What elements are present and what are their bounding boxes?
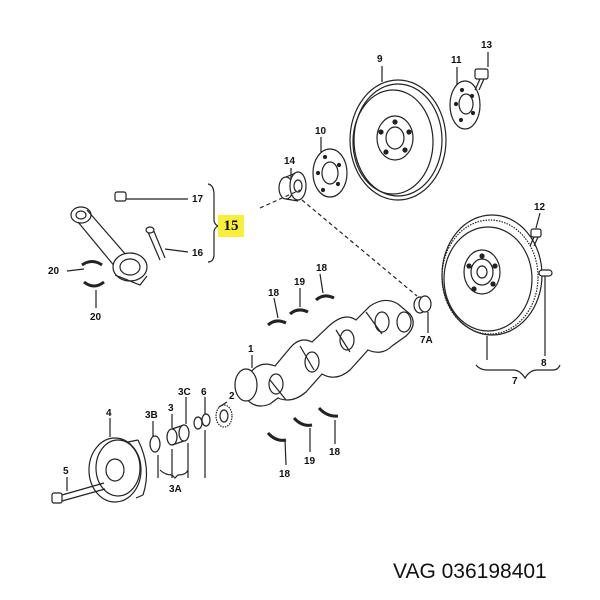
callout-11: 11 (451, 55, 462, 66)
sleeve (166, 424, 190, 446)
flywheel (349, 79, 447, 201)
callout-4: 4 (106, 408, 112, 419)
callout-16: 16 (192, 248, 204, 259)
callout-18-bottom-right: 18 (329, 447, 341, 458)
callout-7a: 7A (420, 335, 433, 346)
drive-plate (449, 80, 481, 130)
callout-20-bottom: 20 (90, 312, 102, 323)
callout-6: 6 (201, 387, 207, 398)
sprocket (215, 404, 233, 428)
pulley (88, 437, 148, 503)
highlighted-part-15: 15 (218, 215, 244, 237)
callout-17: 17 (192, 194, 204, 205)
crankshaft (234, 299, 414, 407)
callout-7: 7 (512, 376, 518, 387)
dowel-8 (538, 269, 553, 277)
connecting-rod (70, 191, 166, 286)
callout-2: 2 (229, 391, 235, 402)
callout-3b: 3B (145, 410, 158, 421)
callout-3c: 3C (178, 387, 191, 398)
callout-18-left: 18 (268, 288, 280, 299)
callout-20-top: 20 (48, 266, 60, 277)
callout-5: 5 (63, 466, 69, 477)
dual-mass-flywheel (441, 214, 543, 336)
callout-18-bottom-left: 18 (279, 469, 291, 480)
bush-7a (413, 295, 432, 314)
callout-9: 9 (377, 54, 383, 65)
bolt-5 (51, 482, 106, 504)
callout-13: 13 (481, 40, 493, 51)
callout-15: 15 (223, 218, 239, 234)
callout-18-top: 18 (316, 263, 328, 274)
callout-1: 1 (248, 344, 254, 355)
callout-3a: 3A (169, 484, 182, 495)
callout-12: 12 (534, 202, 546, 213)
callout-3: 3 (168, 403, 174, 414)
callout-19-top: 19 (294, 277, 306, 288)
bolt-12 (529, 228, 542, 247)
part-number-caption: VAG 036198401 (393, 560, 547, 583)
pilot-bush (278, 171, 307, 202)
callout-8: 8 (541, 358, 547, 369)
bolt-13 (474, 68, 489, 91)
callout-19-bottom: 19 (304, 456, 316, 467)
callout-10: 10 (315, 126, 327, 137)
spacer-plate (312, 148, 348, 198)
callout-14: 14 (284, 156, 296, 167)
